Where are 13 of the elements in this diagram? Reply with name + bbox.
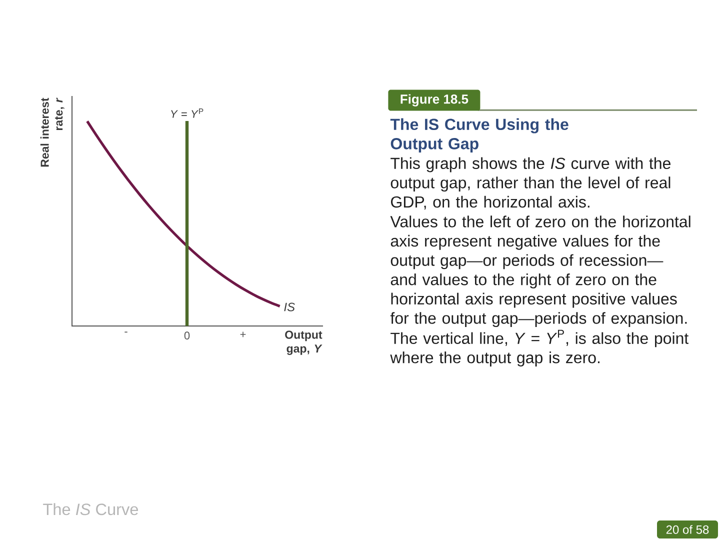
slide-title: The IS Curve — [43, 503, 138, 516]
caption-text: The vertical line, Y = Y$^{P}$, is also the point where the output gap is zero. — [390, 330, 689, 366]
caption-text: Values to the left of zero on the horizontal axis represent negative values for the output gap—or periods of recession— and values to the right of zero on the horizontal axis represent positive values for the output gap—periods of expansion. — [390, 216, 690, 328]
line-label: Y = Y$^{P}$ — [171, 108, 204, 118]
tick-label: + — [240, 332, 246, 338]
tick-label: - — [124, 332, 128, 333]
figure-title: The IS Curve Using the Output Gap — [390, 118, 568, 153]
tick-label: 0 — [184, 332, 190, 340]
figure-tab: Figure 18.5 — [388, 90, 480, 111]
caption-text: This graph shows the IS curve with the output gap, rather than the level of real GDP, on the horizontal axis. — [390, 157, 670, 210]
x-axis-title: Output gap, Y — [285, 330, 322, 355]
curve-label: IS — [284, 302, 295, 312]
page-counter: 20 of 58 — [657, 520, 718, 538]
